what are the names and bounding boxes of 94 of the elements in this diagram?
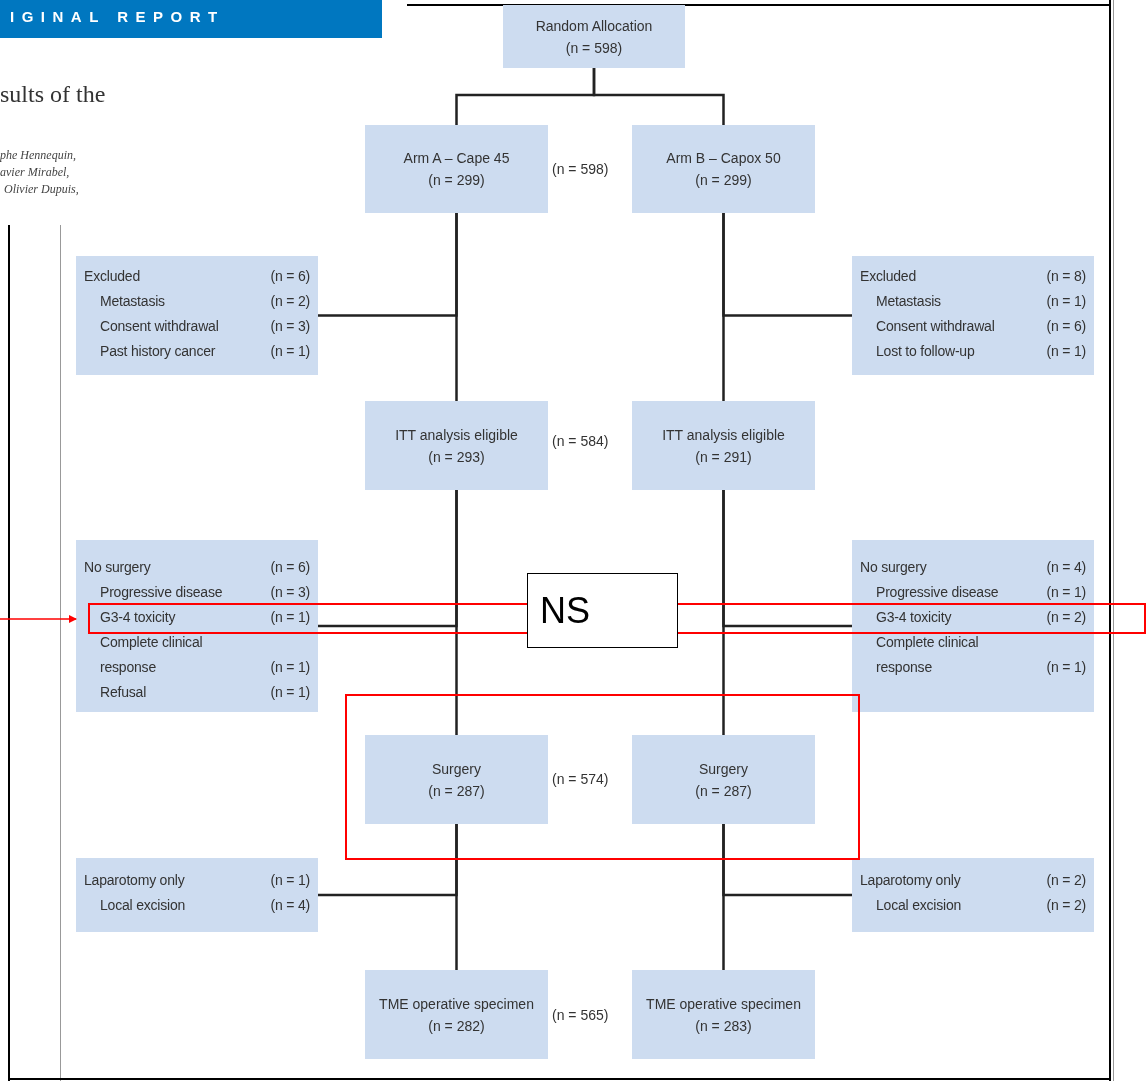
count-label: (n = 1) bbox=[270, 683, 310, 702]
count-label: (n = 1) bbox=[1046, 342, 1086, 361]
reason-label: Complete clinical response bbox=[99, 633, 204, 677]
count-label: (n = 2) bbox=[270, 292, 310, 311]
count-label: (n = 283) bbox=[695, 1016, 752, 1036]
author-names: phe Hennequin, bbox=[0, 147, 76, 164]
exclusion-box bbox=[852, 858, 1094, 932]
count-label: (n = 3) bbox=[270, 317, 310, 336]
count-label: (n = 1) bbox=[270, 342, 310, 361]
box-title: TME operative specimen bbox=[379, 994, 534, 1014]
exclusion-box bbox=[852, 256, 1094, 375]
process-box bbox=[365, 970, 548, 1059]
count-label: (n = 2) bbox=[1046, 871, 1086, 890]
box-title: Surgery bbox=[432, 759, 481, 779]
article-title: sults of the bbox=[0, 80, 106, 109]
total-count-label: (n = 574) bbox=[552, 770, 609, 789]
connector-line bbox=[722, 824, 725, 970]
reason-label: Refusal bbox=[99, 683, 148, 702]
count-label: (n = 6) bbox=[270, 267, 310, 286]
box-title: Surgery bbox=[699, 759, 748, 779]
total-count-label: (n = 565) bbox=[552, 1006, 609, 1025]
count-label: (n = 299) bbox=[695, 171, 752, 190]
count-label: (n = 287) bbox=[428, 781, 485, 801]
reason-label: Consent withdrawal bbox=[875, 317, 996, 336]
process-box bbox=[632, 401, 815, 490]
category-label: Laparotomy only bbox=[84, 871, 186, 890]
count-label: (n = 6) bbox=[270, 558, 310, 577]
author-names: avier Mirabel, bbox=[0, 164, 70, 181]
count-label: (n = 2) bbox=[1046, 896, 1086, 915]
count-label: (n = 2) bbox=[1046, 608, 1086, 627]
connector-line bbox=[722, 213, 725, 401]
reason-label: Past history cancer bbox=[99, 342, 217, 361]
connector-line bbox=[455, 213, 458, 401]
count-label: (n = 287) bbox=[695, 781, 752, 801]
process-box bbox=[632, 125, 815, 213]
count-label: (n = 1) bbox=[270, 658, 310, 677]
process-box bbox=[632, 970, 815, 1059]
reason-label: G3-4 toxicity bbox=[875, 608, 953, 627]
reason-label: Lost to follow-up bbox=[875, 342, 976, 361]
connector-line bbox=[592, 68, 725, 125]
pointer-arrow bbox=[0, 615, 77, 623]
process-box bbox=[365, 401, 548, 490]
process-box bbox=[365, 735, 548, 824]
category-label: No surgery bbox=[84, 558, 152, 577]
category-label: Laparotomy only bbox=[860, 871, 962, 890]
category-label: No surgery bbox=[860, 558, 928, 577]
box-title: Arm B – Capox 50 bbox=[666, 149, 781, 168]
reason-label: Consent withdrawal bbox=[99, 317, 220, 336]
banner-text: IGINAL REPORT bbox=[10, 7, 225, 27]
count-label: (n = 282) bbox=[428, 1016, 485, 1036]
exclusion-box bbox=[852, 540, 1094, 712]
box-title: TME operative specimen bbox=[646, 994, 801, 1014]
reason-label: G3-4 toxicity bbox=[99, 608, 177, 627]
connector-line bbox=[722, 490, 725, 735]
reason-label: Metastasis bbox=[99, 292, 166, 311]
reason-label: Local excision bbox=[875, 896, 963, 915]
exclusion-box bbox=[76, 540, 318, 712]
process-box bbox=[632, 735, 815, 824]
box-title: Random Allocation bbox=[535, 16, 653, 36]
total-count-label: (n = 598) bbox=[552, 160, 609, 179]
reason-label: Local excision bbox=[99, 896, 187, 915]
process-box bbox=[503, 5, 685, 68]
connector-line bbox=[455, 490, 458, 735]
count-label: (n = 291) bbox=[695, 447, 752, 467]
exclusion-box bbox=[76, 858, 318, 932]
count-label: (n = 6) bbox=[1046, 317, 1086, 336]
box-title: ITT analysis eligible bbox=[395, 425, 518, 445]
category-label: Excluded bbox=[84, 267, 141, 286]
box-title: Arm A – Cape 45 bbox=[403, 149, 510, 168]
count-label: (n = 8) bbox=[1046, 267, 1086, 286]
category-label: Excluded bbox=[860, 267, 917, 286]
count-label: (n = 4) bbox=[270, 896, 310, 915]
count-label: (n = 1) bbox=[270, 871, 310, 890]
count-label: (n = 293) bbox=[428, 447, 485, 467]
reason-label: Metastasis bbox=[875, 292, 942, 311]
count-label: (n = 1) bbox=[270, 608, 310, 627]
count-label: (n = 1) bbox=[1046, 583, 1086, 602]
count-label: (n = 4) bbox=[1046, 558, 1086, 577]
reason-label: Progressive disease bbox=[99, 583, 224, 602]
count-label: (n = 3) bbox=[270, 583, 310, 602]
reason-label: Progressive disease bbox=[875, 583, 1000, 602]
author-names: Olivier Dupuis, bbox=[4, 181, 79, 198]
exclusion-box bbox=[76, 256, 318, 375]
box-title: ITT analysis eligible bbox=[662, 425, 785, 445]
total-count-label: (n = 584) bbox=[552, 432, 609, 451]
annotation-box bbox=[527, 573, 678, 648]
process-box bbox=[365, 125, 548, 213]
connector-line bbox=[455, 824, 458, 970]
count-label: (n = 1) bbox=[1046, 292, 1086, 311]
reason-label: Complete clinical response bbox=[875, 633, 980, 677]
count-label: (n = 598) bbox=[565, 38, 623, 58]
annotation-text: NS bbox=[540, 592, 590, 629]
count-label: (n = 1) bbox=[1046, 658, 1086, 677]
count-label: (n = 299) bbox=[428, 171, 485, 190]
